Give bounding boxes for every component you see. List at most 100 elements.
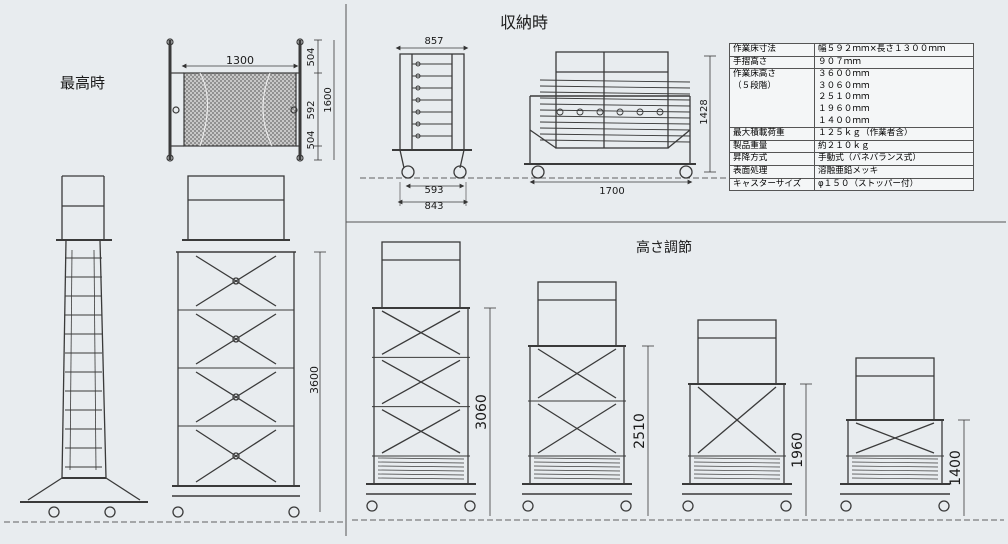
fold-pivot (636, 108, 644, 116)
stored-side-view (392, 45, 472, 206)
scissor-arm (537, 348, 617, 399)
spec-value: φ１５０（ストッパー付） (814, 177, 974, 192)
stored-top-width: 857 (424, 36, 443, 47)
folded-spring (377, 473, 465, 476)
max-height-label: 3600 (308, 366, 321, 394)
stored-pin (415, 73, 421, 79)
spec-value: 約２１０ｋｇ (814, 139, 974, 154)
scissor-arm (195, 429, 277, 483)
scissor-arm (195, 313, 277, 365)
stored-bottom-outer: 843 (424, 201, 443, 212)
folded-spring (851, 461, 939, 464)
folded-arm (539, 121, 691, 125)
folded-spring (851, 457, 939, 460)
stage-height-label: 1960 (790, 432, 806, 468)
max-height-side-view (20, 175, 148, 518)
spec-row: 作業床高さ （５段階）３６００ｍｍ ３０６０ｍｍ ２５１０ｍｍ １９６０ｍｍ １… (729, 68, 974, 129)
handrail (697, 319, 777, 385)
adjust-stage-3 (682, 319, 812, 516)
caster-wheel (620, 500, 632, 512)
caster-wheel (464, 500, 476, 512)
spec-key: 昇降方式 (729, 152, 815, 166)
folded-arm (539, 115, 691, 119)
spec-row: 表面処理溶融亜鉛メッキ (729, 164, 974, 179)
caster-wheel (840, 500, 852, 512)
folded-spring (533, 457, 621, 460)
top-side-dim-1: 504 (306, 47, 317, 66)
handrail (537, 281, 617, 347)
spec-key: 作業床高さ （５段階） (729, 68, 815, 129)
top-side-dim-2: 592 (306, 100, 317, 119)
stored-pin (415, 121, 421, 127)
top-total-dim: 1600 (323, 87, 334, 112)
folded-spring (693, 469, 781, 472)
stage-height-label: 1400 (948, 450, 964, 486)
scissor-arm (537, 403, 617, 454)
folded-spring (377, 461, 465, 464)
stored-pin (415, 61, 421, 67)
scissor-arm (195, 255, 277, 307)
caster-wheel (780, 500, 792, 512)
folded-arm (539, 139, 691, 143)
fold-pivot (616, 108, 624, 116)
caster-wheel (682, 500, 694, 512)
scissor-pivot (232, 335, 240, 343)
stage-height-label: 2510 (632, 413, 648, 449)
max-height-title: 最高時 (60, 74, 105, 92)
fold-pivot (556, 108, 564, 116)
spec-value: １２５ｋｇ（作業者含） (814, 127, 974, 141)
height-adjust-title: 高さ調節 (636, 239, 692, 256)
scissor-arm (195, 371, 277, 423)
scissor-arm (381, 310, 461, 355)
folded-arm (539, 127, 691, 131)
folded-spring (851, 465, 939, 468)
scissor-arm (855, 422, 935, 454)
folded-spring (851, 473, 939, 476)
folded-spring (851, 477, 939, 480)
folded-spring (693, 465, 781, 468)
stage-height-label: 3060 (474, 394, 490, 430)
scissor-arm (381, 359, 461, 405)
caster-wheel (938, 500, 950, 512)
folded-spring (533, 469, 621, 472)
spec-row: 昇降方式手動式（バネバランス式） (729, 152, 974, 166)
folded-arm (539, 103, 691, 107)
spec-key: 手摺高さ (729, 55, 815, 70)
stored-pin (415, 109, 421, 115)
folded-spring (851, 469, 939, 472)
folded-spring (377, 457, 465, 460)
stored-height: 1428 (699, 99, 710, 124)
scissor-pivot (232, 277, 240, 285)
caster-wheel (522, 500, 534, 512)
stored-title: 収納時 (500, 13, 548, 32)
spec-key: キャスターサイズ (729, 177, 815, 192)
caster-wheel (366, 500, 378, 512)
folded-spring (377, 469, 465, 472)
handrail (855, 357, 935, 421)
adjust-stage-2 (522, 281, 654, 516)
folded-spring (377, 465, 465, 468)
folded-arm (539, 109, 691, 113)
folded-arm (539, 97, 691, 101)
scissor-pivot (232, 393, 240, 401)
folded-arm (539, 91, 691, 95)
spec-row: 製品重量約２１０ｋｇ (729, 139, 974, 154)
spec-value: ３６００ｍｍ ３０６０ｍｍ ２５１０ｍｍ １９６０ｍｍ １４００ｍｍ (814, 68, 974, 129)
spec-key: 製品重量 (729, 139, 815, 154)
spec-key: 作業床寸法 (729, 43, 815, 57)
folded-spring (533, 473, 621, 476)
adjust-stage-1 (366, 241, 496, 516)
spec-row: 作業床寸法幅５９２ｍｍ×長さ１３００ｍｍ (729, 43, 974, 57)
folded-arm (539, 79, 691, 83)
spec-value: 溶融亜鉛メッキ (814, 164, 974, 179)
spec-key: 最大積載荷重 (729, 127, 815, 141)
folded-spring (533, 477, 621, 480)
top-view-plan (166, 38, 335, 162)
folded-arm (539, 85, 691, 89)
stored-length: 1700 (599, 186, 624, 197)
